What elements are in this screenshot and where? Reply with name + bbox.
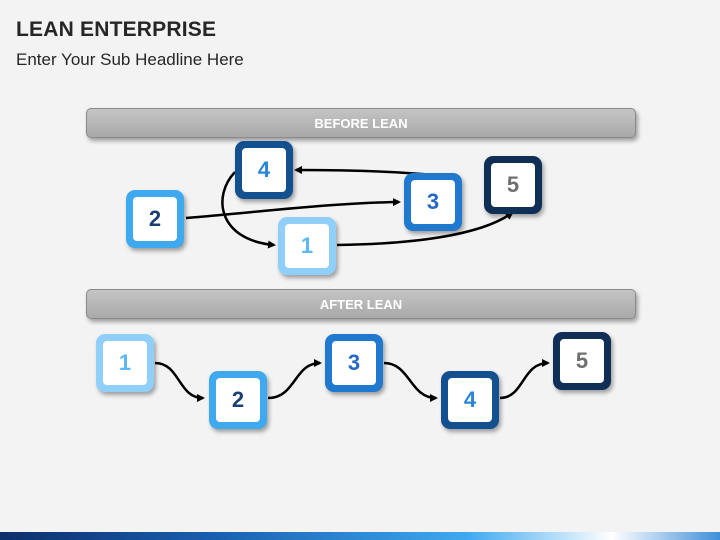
- slide-subtitle: Enter Your Sub Headline Here: [16, 50, 244, 69]
- before-arrow-1-to-5: [336, 211, 514, 247]
- before-step-5-box: 5: [484, 156, 542, 214]
- before-step-3-number: 3: [411, 180, 455, 224]
- before-step-4-box: 4: [235, 141, 293, 199]
- before-lean-banner: BEFORE LEAN: [86, 108, 636, 138]
- before-step-1-box: 1: [278, 217, 336, 275]
- slide-title: LEAN ENTERPRISE: [16, 18, 217, 41]
- after-lean-label: AFTER LEAN: [319, 296, 403, 312]
- after-arrow-3-to-4: [383, 361, 438, 402]
- before-arrow-2-to-3: [185, 198, 401, 220]
- before-step-5-number: 5: [491, 163, 535, 207]
- before-lean-label: BEFORE LEAN: [314, 115, 408, 131]
- after-step-2-number: 2: [216, 378, 260, 422]
- after-step-5-box: 5: [553, 332, 611, 390]
- before-arrow-4-to-1: [221, 171, 276, 249]
- before-step-4-number: 4: [242, 148, 286, 192]
- after-step-4-box: 4: [441, 371, 499, 429]
- after-arrow-2-to-3: [267, 359, 322, 400]
- after-step-1-box: 1: [96, 334, 154, 392]
- after-step-3-box: 3: [325, 334, 383, 392]
- after-arrow-4-to-5: [499, 359, 550, 400]
- after-lean-banner: AFTER LEAN: [86, 289, 636, 319]
- after-step-2-box: 2: [209, 371, 267, 429]
- after-step-3-number: 3: [332, 341, 376, 385]
- before-step-2-box: 2: [126, 190, 184, 248]
- after-step-1-number: 1: [103, 341, 147, 385]
- after-arrow-1-to-2: [154, 361, 205, 402]
- after-step-5-number: 5: [560, 339, 604, 383]
- before-step-1-number: 1: [285, 224, 329, 268]
- after-step-4-number: 4: [448, 378, 492, 422]
- before-step-2-number: 2: [133, 197, 177, 241]
- before-step-3-box: 3: [404, 173, 462, 231]
- footer-gradient-bar: [0, 532, 720, 540]
